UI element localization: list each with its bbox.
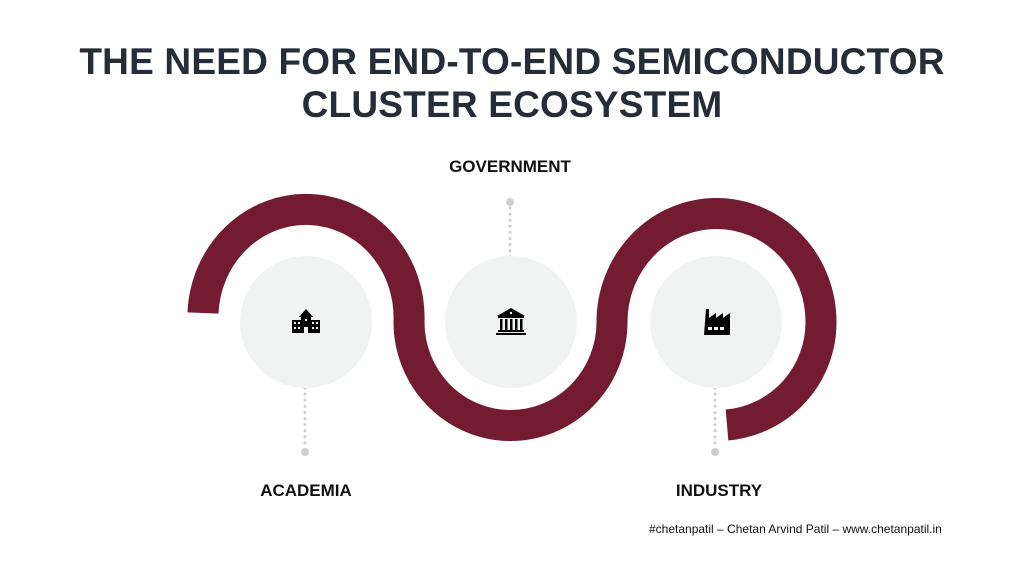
government-building-icon bbox=[496, 308, 526, 335]
title-line-1: THE NEED FOR END-TO-END SEMICONDUCTOR bbox=[79, 41, 945, 82]
academia-dot bbox=[301, 448, 309, 456]
government-dot bbox=[506, 198, 514, 206]
connector-dots bbox=[303, 206, 717, 448]
academia-label: ACADEMIA bbox=[260, 481, 352, 500]
school-icon bbox=[292, 309, 320, 333]
wave-path bbox=[187, 193, 837, 441]
government-label: GOVERNMENT bbox=[449, 157, 571, 176]
industry-label: INDUSTRY bbox=[675, 481, 763, 500]
footer-credit: #chetanpatil – Chetan Arvind Patil – www… bbox=[649, 522, 942, 536]
industry-dot bbox=[711, 448, 719, 456]
page-title: THE NEED FOR END-TO-END SEMICONDUCTOR CL… bbox=[0, 40, 1024, 126]
title-line-2: CLUSTER ECOSYSTEM bbox=[301, 84, 723, 125]
factory-icon bbox=[704, 309, 730, 335]
